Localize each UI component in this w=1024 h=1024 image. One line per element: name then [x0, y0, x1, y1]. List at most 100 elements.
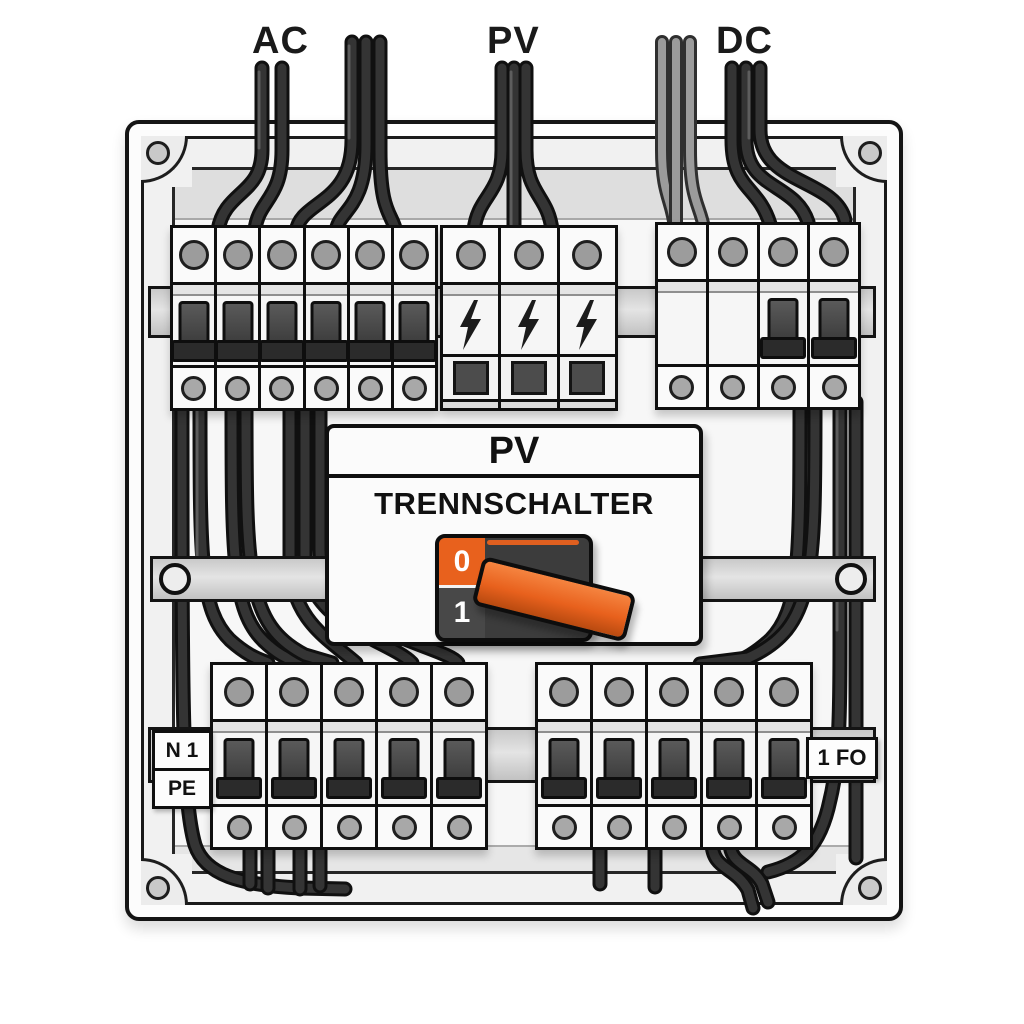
terminal-top: [268, 665, 320, 722]
switch-lever: [471, 555, 637, 643]
panel-top-band: [175, 170, 853, 220]
screw-icon: [279, 677, 309, 707]
terminal-top: [658, 225, 706, 282]
breaker-body: [658, 293, 706, 364]
breaker-module: [433, 665, 485, 847]
screw-icon: [391, 814, 417, 840]
module-strip: [393, 285, 436, 296]
terminal-top: [433, 665, 485, 722]
terminal-bottom: [593, 804, 645, 847]
terminal-top: [213, 665, 265, 722]
breaker-body: [538, 733, 590, 804]
screw-icon: [311, 240, 342, 270]
breaker-toggle-base: [258, 340, 305, 362]
terminal-bottom: [217, 365, 259, 408]
corner-screw-icon: [146, 141, 170, 165]
terminal-top: [538, 665, 590, 722]
breaker-body: [810, 293, 858, 364]
rail-screw-icon: [835, 563, 867, 595]
terminal-top: [378, 665, 430, 722]
spd-foot: [443, 399, 499, 408]
breaker-body: [170, 296, 217, 365]
terminal-label-n1: N 1: [152, 730, 212, 771]
screw-icon: [666, 237, 697, 267]
screw-icon: [572, 240, 603, 270]
terminal-top: [759, 225, 808, 282]
module-strip: [501, 285, 557, 296]
terminal-top: [559, 228, 615, 285]
breaker-module: [347, 228, 394, 408]
terminal-bottom: [393, 365, 436, 408]
breaker-toggle-base: [347, 340, 394, 362]
lightning-icon: [459, 300, 481, 350]
screw-icon: [355, 240, 386, 270]
breaker-module-blank: [658, 225, 709, 407]
breaker-module: [810, 225, 858, 407]
screw-icon: [768, 237, 799, 267]
screw-icon: [819, 237, 850, 267]
surge-protector-group-pv: [440, 225, 618, 411]
breaker-toggle-base: [271, 777, 317, 799]
breaker-toggle-base: [391, 340, 438, 362]
breaker-module: [258, 228, 306, 408]
breaker-toggle-base: [761, 777, 807, 799]
screw-icon: [770, 374, 796, 400]
screw-icon: [266, 240, 297, 270]
lightning-icon: [576, 300, 598, 350]
corner-mount: [141, 136, 192, 187]
screw-icon: [181, 375, 207, 401]
screw-icon: [226, 814, 252, 840]
terminal-bottom: [261, 365, 303, 408]
screw-icon: [549, 677, 579, 707]
terminal-top: [501, 228, 557, 285]
spd-foot: [559, 399, 615, 408]
module-strip: [213, 722, 265, 733]
screw-icon: [178, 240, 209, 270]
breaker-toggle-base: [303, 340, 350, 362]
breaker-module: [170, 228, 218, 408]
module-strip: [703, 722, 755, 733]
breaker-module: [593, 665, 648, 847]
spd-indicator-row: [501, 354, 557, 399]
screw-icon: [606, 814, 632, 840]
module-strip: [268, 722, 320, 733]
breaker-module: [391, 228, 438, 408]
breaker-body: [708, 293, 757, 364]
breaker-body: [378, 733, 430, 804]
breaker-toggle-base: [214, 340, 261, 362]
breaker-module: [303, 228, 350, 408]
screw-icon: [401, 375, 427, 401]
spd-status-window: [510, 361, 547, 395]
ac-feed-label: AC: [252, 20, 309, 62]
screw-icon: [659, 677, 689, 707]
corner-screw-icon: [858, 876, 882, 900]
screw-icon: [313, 375, 339, 401]
terminal-bottom: [759, 364, 808, 407]
breaker-body: [323, 733, 375, 804]
screw-icon: [444, 677, 474, 707]
breaker-body: [258, 296, 305, 365]
breaker-body: [593, 733, 645, 804]
module-strip: [758, 722, 810, 733]
terminal-bottom: [323, 804, 375, 847]
screw-icon: [389, 677, 419, 707]
terminal-bottom: [658, 364, 706, 407]
spd-foot: [501, 399, 557, 408]
corner-mount: [141, 854, 192, 905]
breaker-body: [758, 733, 810, 804]
screw-icon: [821, 374, 847, 400]
breaker-body: [268, 733, 320, 804]
corner-screw-icon: [146, 876, 170, 900]
terminal-top: [758, 665, 810, 722]
terminal-bottom: [349, 365, 391, 408]
switch-top-accent: [487, 540, 579, 545]
breaker-toggle-base: [760, 337, 807, 359]
module-strip: [559, 285, 615, 296]
breaker-module-blank: [708, 225, 760, 407]
terminal-top: [703, 665, 755, 722]
screw-icon: [661, 814, 687, 840]
screw-icon: [224, 677, 254, 707]
breaker-group-bottom-left: [210, 662, 488, 850]
terminal-bottom: [305, 365, 347, 408]
breaker-body: [433, 733, 485, 804]
